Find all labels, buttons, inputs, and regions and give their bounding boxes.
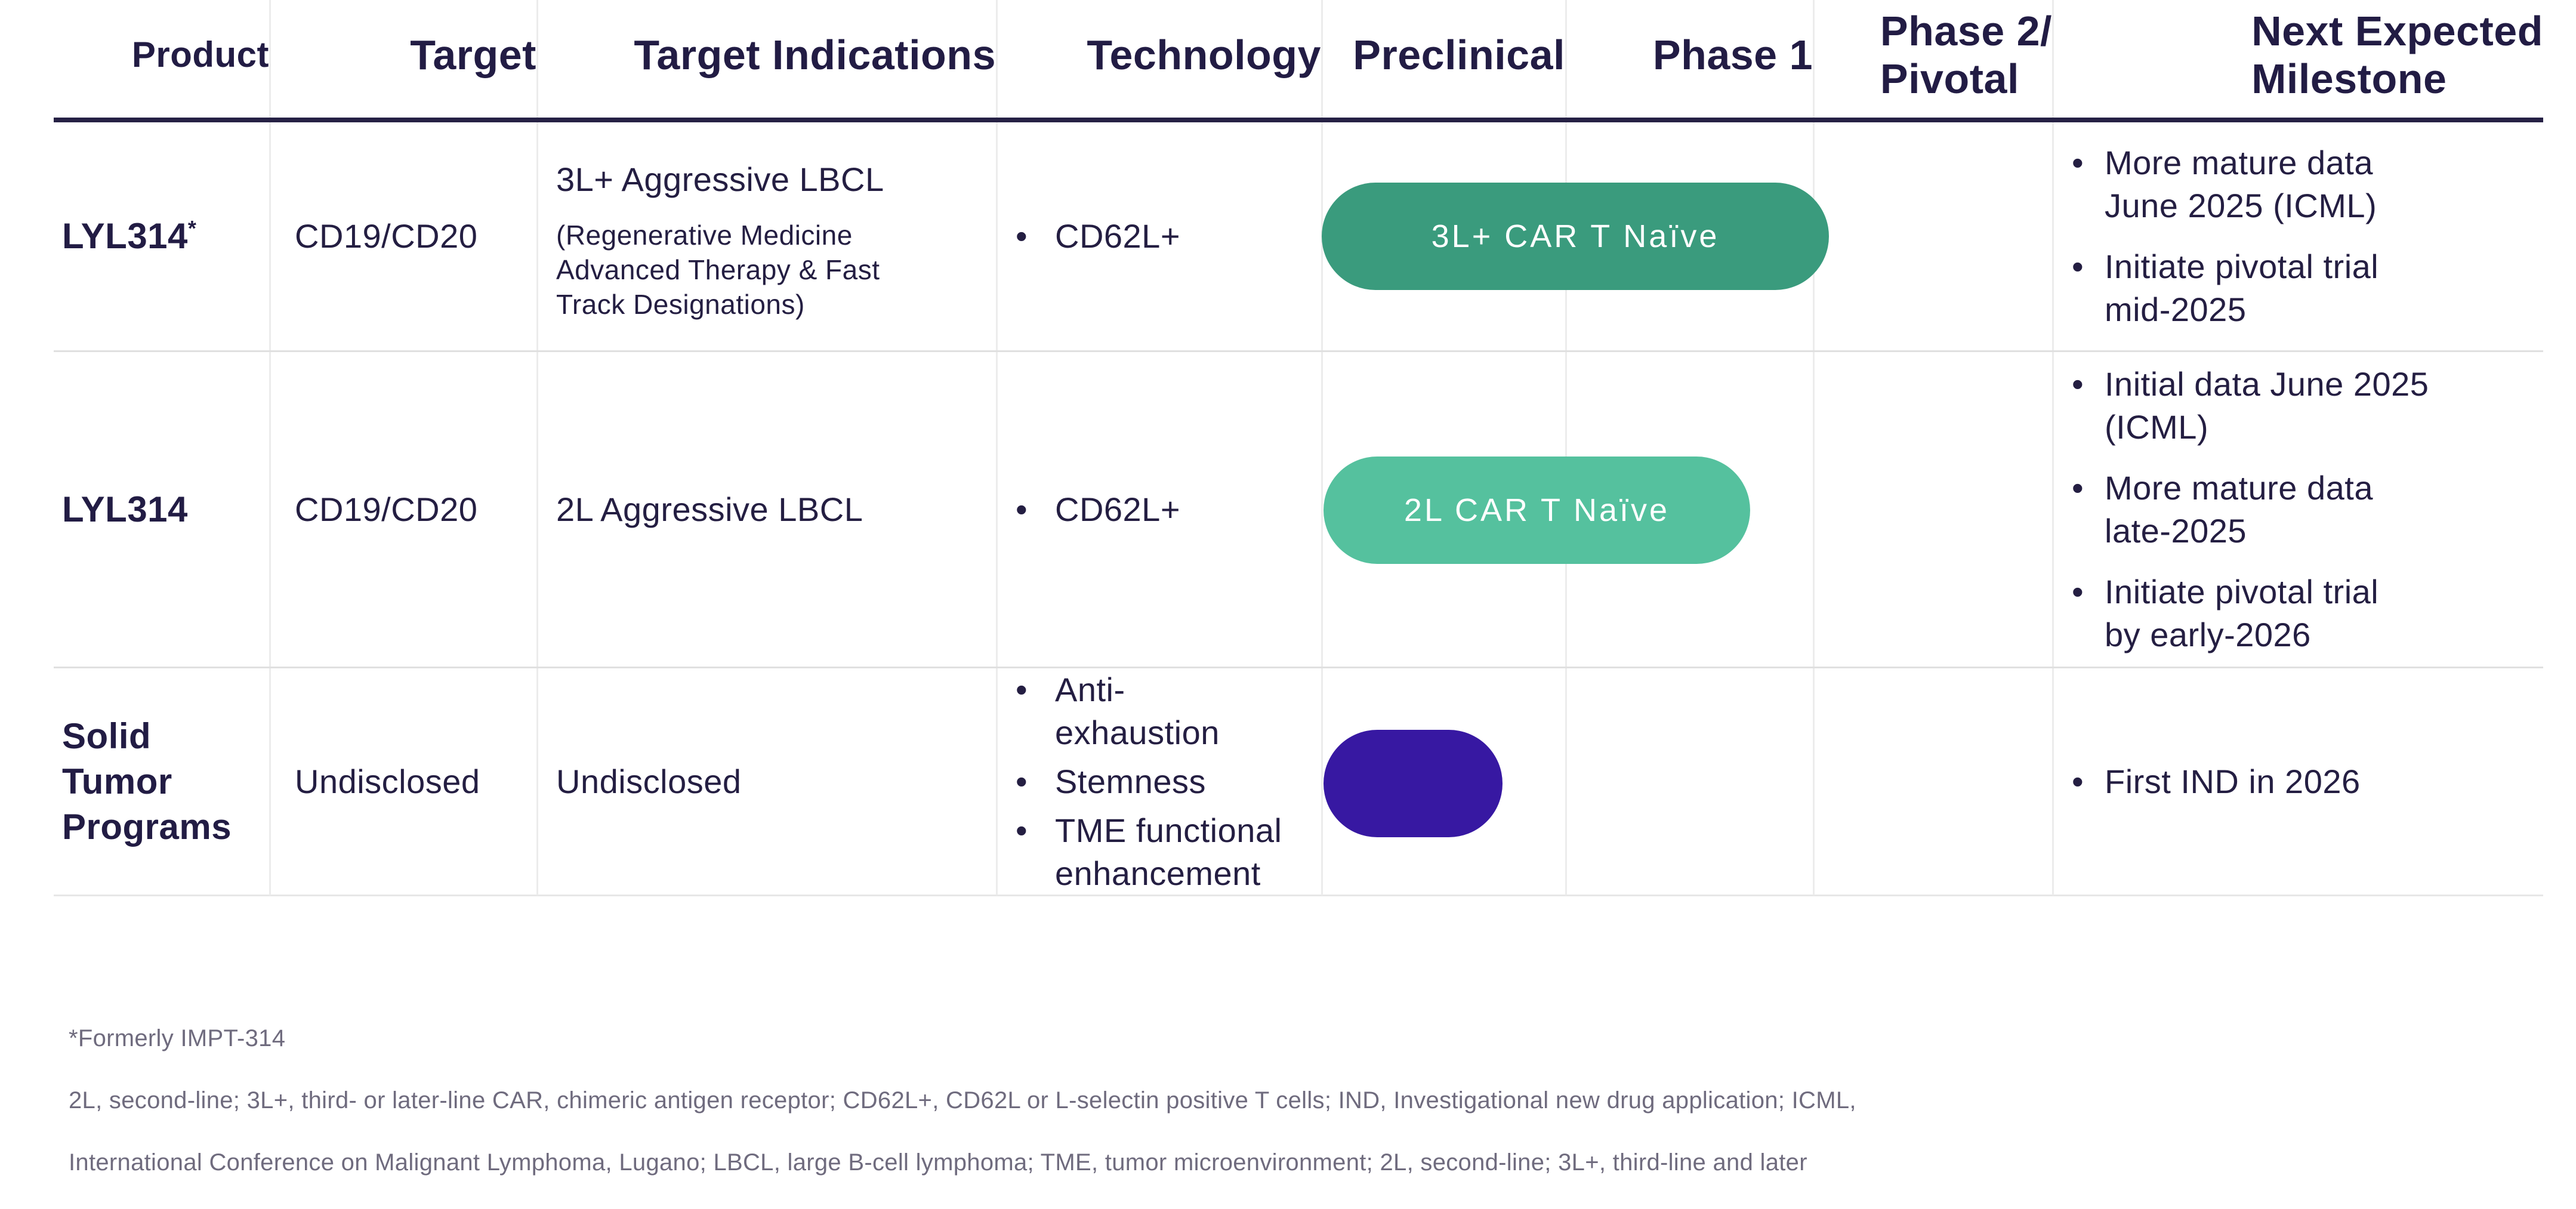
column-header-product: Product — [131, 34, 269, 75]
indication-text: Undisclosed — [556, 763, 742, 800]
footnote-asterisk: * — [187, 216, 197, 240]
milestone-item: Initial data June 2025 (ICML) — [2072, 363, 2543, 449]
technology-cell: Anti- exhaustion Stemness TME functional… — [996, 668, 1321, 895]
technology-item: CD62L+ — [1016, 215, 1321, 258]
stage-progress-pill: 2L CAR T Naïve — [1324, 457, 1750, 564]
indication-text: 2L Aggressive LBCL — [556, 490, 863, 528]
stage-progress-pill: 3L+ CAR T Naïve — [1322, 183, 1829, 290]
technology-cell: CD62L+ — [996, 352, 1321, 667]
column-header-target: Target — [269, 0, 536, 118]
column-header-target-indications: Target Indications — [536, 0, 996, 118]
product-name: LYL314* — [54, 122, 269, 350]
milestone-item: Initiate pivotal trial mid-2025 — [2072, 245, 2543, 331]
next-expected-milestone-cell: First IND in 2026 — [2052, 668, 2543, 895]
stage-progress-pill — [1324, 730, 1503, 837]
footnote-line: International Conference on Malignant Ly… — [69, 1149, 1807, 1176]
phase-2-pivotal-cell — [1813, 668, 2052, 895]
technology-cell: CD62L+ — [996, 122, 1321, 350]
indication-designations-note: (Regenerative Medicine Advanced Therapy … — [556, 220, 880, 320]
target-cell: CD19/CD20 — [269, 122, 536, 350]
milestone-item: More mature data June 2025 (ICML) — [2072, 141, 2543, 227]
technology-item: CD62L+ — [1016, 488, 1321, 531]
technology-item: Anti- exhaustion — [1016, 668, 1321, 754]
column-header-technology: Technology — [996, 0, 1321, 118]
footnotes: *Formerly IMPT-314 2L, second-line; 3L+,… — [69, 992, 1856, 1209]
milestone-item: Initiate pivotal trial by early-2026 — [2072, 570, 2543, 656]
phase-2-pivotal-cell — [1813, 122, 2052, 350]
footnote-line: *Formerly IMPT-314 — [69, 1025, 286, 1051]
milestone-item: More mature data late-2025 — [2072, 467, 2543, 553]
product-label: LYL314* — [62, 216, 197, 256]
next-expected-milestone-cell: More mature data June 2025 (ICML) Initia… — [2052, 122, 2543, 350]
phase-2-pivotal-cell — [1813, 352, 2052, 667]
milestone-item: First IND in 2026 — [2072, 760, 2543, 803]
column-header-next-expected-milestone: Next Expected Milestone — [2052, 0, 2543, 118]
phase-1-cell — [1565, 668, 1813, 895]
indication-text: 3L+ Aggressive LBCL — [556, 161, 884, 198]
table-row-lyl314-3l: LYL314* CD19/CD20 3L+ Aggressive LBCL (R… — [54, 122, 2543, 350]
target-cell: Undisclosed — [269, 668, 536, 895]
technology-item: TME functional enhancement — [1016, 809, 1321, 895]
column-header-preclinical: Preclinical — [1321, 0, 1565, 118]
product-name: LYL314 — [62, 489, 188, 529]
target-indications-cell: 2L Aggressive LBCL — [536, 352, 996, 667]
next-expected-milestone-cell: Initial data June 2025 (ICML) More matur… — [2052, 352, 2543, 667]
table-header-row: Product Target Target Indications Techno… — [54, 0, 2543, 122]
target-indications-cell: Undisclosed — [536, 668, 996, 895]
target-indications-cell: 3L+ Aggressive LBCL (Regenerative Medici… — [536, 122, 996, 350]
column-header-phase-2-pivotal: Phase 2/ Pivotal — [1813, 0, 2052, 118]
column-header-phase-1: Phase 1 — [1565, 0, 1813, 118]
pipeline-table: Product Target Target Indications Techno… — [54, 0, 2543, 896]
preclinical-cell — [1321, 668, 1565, 895]
target-cell: CD19/CD20 — [269, 352, 536, 667]
footnote-line: 2L, second-line; 3L+, third- or later-li… — [69, 1087, 1856, 1114]
table-row-solid-tumor-programs: Solid Tumor Programs Undisclosed Undiscl… — [54, 667, 2543, 896]
technology-item: Stemness — [1016, 760, 1321, 803]
product-name: Solid Tumor Programs — [62, 716, 232, 847]
table-row-lyl314-2l: LYL314 CD19/CD20 2L Aggressive LBCL CD62… — [54, 350, 2543, 667]
preclinical-cell — [1321, 352, 1565, 667]
